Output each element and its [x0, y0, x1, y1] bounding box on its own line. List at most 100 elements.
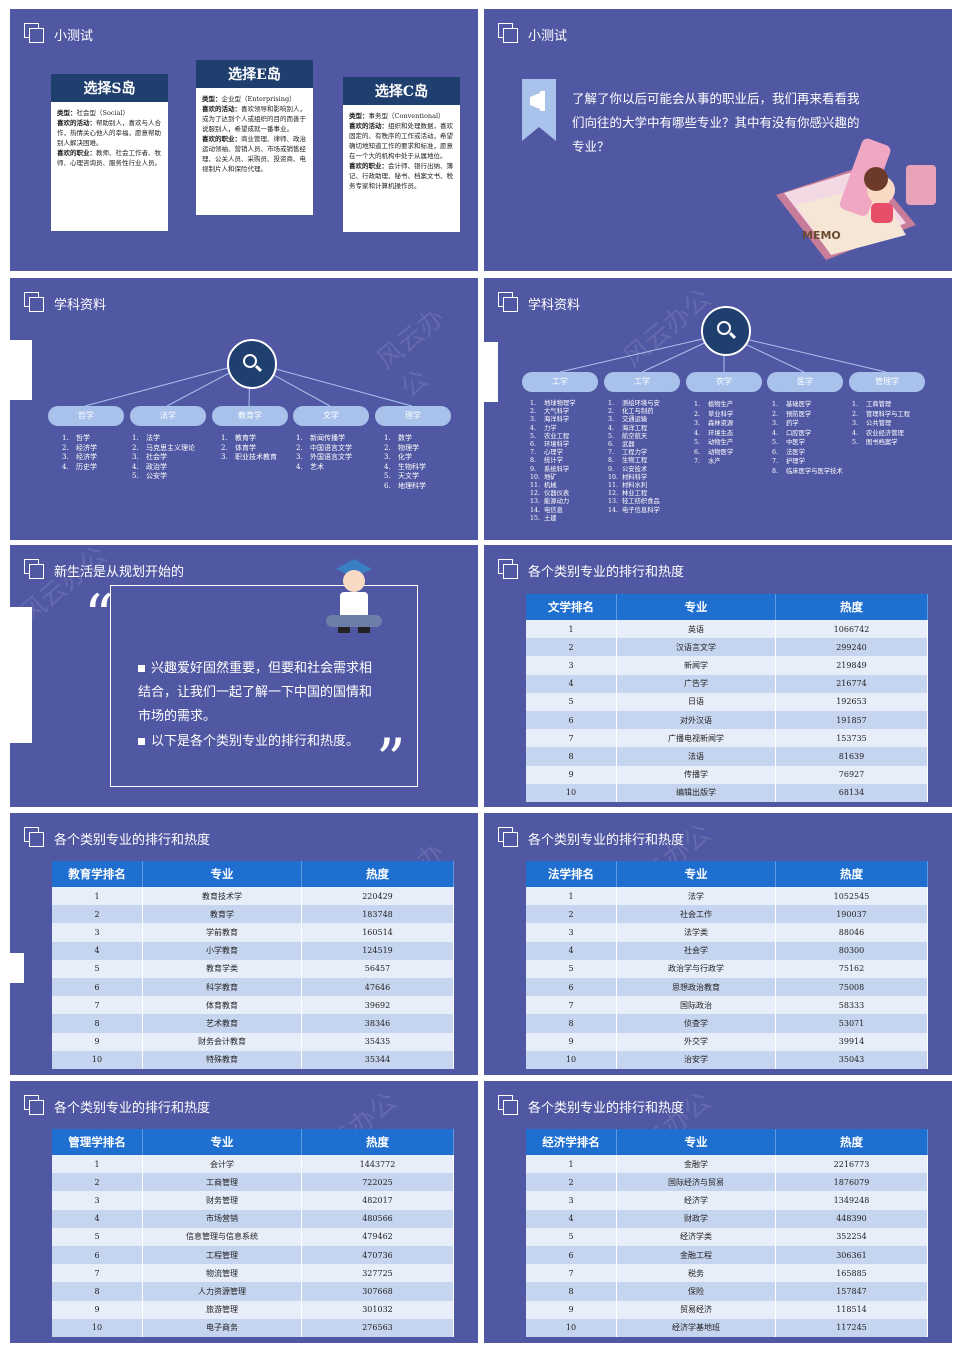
table-header-row: 管理学排名专业热度 — [52, 1129, 454, 1155]
subject-item: 11.材料水利 — [608, 482, 648, 490]
table-cell: 传播学 — [616, 765, 776, 784]
subject-item: 4.海洋工程 — [608, 424, 648, 432]
bullet-text: 以下是各个类别专业的排行和热度。 — [138, 730, 376, 754]
column-header: 专业 — [616, 1129, 776, 1155]
subject-item: 4.生物科学 — [384, 462, 426, 471]
slides-icon — [24, 23, 46, 45]
slide-title: 新生活是从规划开始的 — [54, 565, 185, 580]
subject-item: 1.基础医学 — [772, 401, 812, 408]
table-cell: 10 — [526, 783, 617, 802]
table-cell: 贸易经济 — [616, 1300, 776, 1319]
table-cell: 47646 — [301, 977, 454, 997]
slides-icon — [498, 559, 520, 581]
card-head: 选择E岛 — [196, 60, 313, 88]
table-cell: 10 — [52, 1318, 143, 1337]
table-cell: 1066742 — [775, 620, 928, 639]
memo-illustration: MEMO — [776, 138, 936, 260]
category-pill: 工学 — [522, 372, 598, 392]
column-header: 文学排名 — [526, 594, 617, 620]
table-cell: 财务管理 — [142, 1191, 302, 1210]
table-cell: 183748 — [301, 905, 454, 924]
subject-item: 12.林业工程 — [608, 490, 648, 498]
table-cell: 1349248 — [775, 1191, 928, 1210]
subject-item: 6.法医学 — [772, 448, 805, 456]
table-cell: 对外汉语 — [616, 710, 776, 730]
subject-item: 1.新闻传播学 — [296, 434, 345, 442]
subject-item: 4.农业经济管理 — [852, 429, 904, 437]
table-cell: 保险 — [616, 1282, 776, 1301]
slide-new-life: 新生活是从规划开始的 风云办公 “ ” 兴趣爱好固然重要，但要和社会需求相结合，… — [10, 545, 478, 807]
table-cell: 3 — [526, 656, 617, 675]
table-cell: 219849 — [775, 656, 928, 675]
table-cell: 法学 — [616, 887, 776, 906]
table-cell: 法学类 — [616, 923, 776, 942]
slide-title: 各个类别专业的排行和热度 — [528, 833, 685, 848]
table-cell: 470736 — [301, 1245, 454, 1265]
table-cell: 1443772 — [301, 1155, 454, 1174]
table-cell: 35344 — [301, 1050, 454, 1069]
table-cell: 财政学 — [616, 1209, 776, 1228]
table-cell: 广播电视新闻学 — [616, 729, 776, 748]
column-header: 专业 — [616, 594, 776, 620]
table-cell: 法语 — [616, 747, 776, 766]
table-cell: 9 — [52, 1300, 143, 1319]
column-header: 热度 — [775, 1129, 928, 1155]
table-cell: 482017 — [301, 1191, 454, 1210]
subject-item: 3.药学 — [772, 420, 799, 427]
subject-item: 4.艺术 — [296, 462, 324, 471]
subject-item: 3.职业技术教育 — [221, 453, 277, 461]
slide-quiz-1: 小测试 选择S岛 类型：社会型（Social） 喜欢的活动：帮助别人，喜欢与人合… — [10, 9, 478, 271]
slides-icon — [24, 559, 46, 581]
slide-title: 各个类别专业的排行和热度 — [54, 833, 211, 848]
slides-icon — [24, 292, 46, 314]
subject-item: 1.地球物理学 — [530, 400, 576, 407]
boy-reading-illustration — [326, 559, 382, 633]
side-tab — [10, 953, 24, 983]
table-cell: 8 — [52, 1282, 143, 1301]
table-cell: 广告学 — [616, 674, 776, 693]
subject-item: 1.法学 — [132, 434, 160, 442]
subject-item: 1.哲学 — [62, 434, 90, 442]
subject-item: 6.动物医学 — [694, 448, 734, 456]
slides-icon — [498, 23, 520, 45]
table-cell: 306361 — [775, 1245, 928, 1265]
side-tab — [10, 340, 32, 400]
table-cell: 编辑出版学 — [616, 783, 776, 802]
subject-item: 3.社会学 — [132, 453, 167, 461]
table-cell: 旅游管理 — [142, 1300, 302, 1319]
table-cell: 教育技术学 — [142, 887, 302, 906]
table-cell: 人力资源管理 — [142, 1282, 302, 1301]
table-cell: 1 — [52, 887, 143, 906]
subject-item: 10.材料科学 — [608, 473, 648, 481]
table-cell: 8 — [52, 1014, 143, 1033]
subject-item: 13.轻工纺织食品 — [608, 498, 660, 506]
table-cell: 1876079 — [775, 1173, 928, 1192]
subject-item: 8.临床医学与医学技术 — [772, 467, 843, 475]
table-cell: 2 — [526, 638, 617, 657]
table-cell: 政治学与行政学 — [616, 959, 776, 978]
table-cell: 8 — [526, 747, 617, 766]
card-head: 选择S岛 — [51, 74, 168, 102]
subject-item: 11.机械 — [530, 482, 557, 490]
